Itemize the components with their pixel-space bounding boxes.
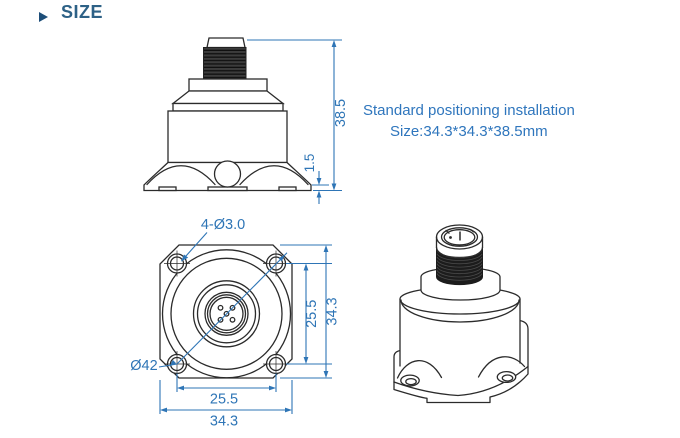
connector-pin-iso	[449, 236, 452, 239]
front-view: 38.5 1.5	[143, 37, 349, 204]
diagonal-leader-line	[158, 252, 288, 368]
connector-circle-inner	[209, 296, 244, 331]
arrow-icon	[323, 371, 329, 378]
arrow-icon	[331, 183, 337, 191]
arrow-icon	[181, 254, 189, 262]
page-title: SIZE	[61, 2, 104, 22]
base-bottom-edge	[393, 365, 529, 404]
rim-sides	[435, 236, 484, 249]
rim-bottom-arc	[435, 246, 484, 259]
dim-holes-label: 4-Ø3.0	[201, 217, 245, 233]
isometric-view	[393, 224, 529, 404]
arrow-icon	[169, 359, 176, 367]
dim-pitch-h-label: 25.5	[210, 392, 238, 408]
connector-circle-mid	[206, 294, 247, 334]
top-view: 4-Ø3.0 Ø42 25.5 34.3 25.5	[130, 217, 340, 430]
flange-scoop-right	[477, 356, 526, 378]
arrow-icon	[316, 178, 322, 185]
dim-height-label: 38.5	[333, 99, 349, 127]
connector-threads	[203, 47, 247, 80]
base-hole-left	[400, 374, 420, 387]
thread-lines	[436, 250, 483, 281]
main-body	[167, 110, 288, 164]
rim-inner-ring2	[443, 229, 476, 246]
arrow-icon	[177, 385, 184, 391]
boss-circle-outer	[192, 280, 261, 348]
flange-scoop-left	[396, 360, 443, 379]
flange-center-hole	[213, 160, 242, 188]
flange-circle-outer	[161, 249, 292, 379]
boss-circle-inner	[196, 284, 257, 344]
dim-lip-label: 1.5	[302, 154, 317, 173]
installation-note: Standard positioning installation Size:3…	[363, 100, 575, 142]
body-shoulder	[171, 90, 285, 105]
arrow-icon	[285, 407, 292, 413]
dim-pitch-v-label: 25.5	[304, 300, 320, 328]
mounting-hole	[164, 250, 190, 277]
arrow-icon	[316, 190, 322, 198]
arrow-icon	[278, 254, 285, 262]
connector-cap	[206, 37, 246, 49]
installation-note-line2: Size:34.3*34.3*38.5mm	[390, 123, 548, 140]
connector-pin	[217, 304, 224, 311]
arrow-icon	[160, 407, 167, 413]
connector-pin	[229, 316, 236, 323]
body-groove-arc	[400, 299, 520, 323]
flange-web-arc-right	[239, 165, 309, 186]
base-hole-left-inner	[405, 377, 417, 386]
rim-inner-ring	[440, 227, 479, 247]
body-fill	[400, 296, 520, 375]
connector-circle-outer	[204, 291, 249, 336]
body-step	[172, 102, 284, 112]
arrow-icon	[269, 385, 276, 391]
key-notch	[445, 228, 475, 234]
arrow-icon	[323, 245, 329, 252]
installation-note-line1: Standard positioning installation	[363, 102, 575, 119]
extension-line	[159, 373, 293, 414]
flange-circle-inner	[170, 257, 283, 370]
connector-collar	[188, 78, 268, 92]
extension-line	[280, 244, 332, 379]
flange-slot	[278, 186, 297, 192]
base-hole-right-inner	[501, 374, 514, 382]
dim-diameter-label: Ø42	[130, 358, 157, 374]
dim-overall-v-label: 34.3	[325, 297, 341, 325]
flange-web-arc-left	[146, 165, 216, 186]
connector-threads-iso	[436, 246, 483, 286]
dim-overall-h-label: 34.3	[210, 414, 238, 430]
arrow-icon	[303, 357, 309, 364]
flange-slot	[158, 186, 177, 192]
right-triangle-icon	[39, 12, 48, 22]
arrow-icon	[303, 263, 309, 271]
arrow-icon	[331, 40, 337, 47]
